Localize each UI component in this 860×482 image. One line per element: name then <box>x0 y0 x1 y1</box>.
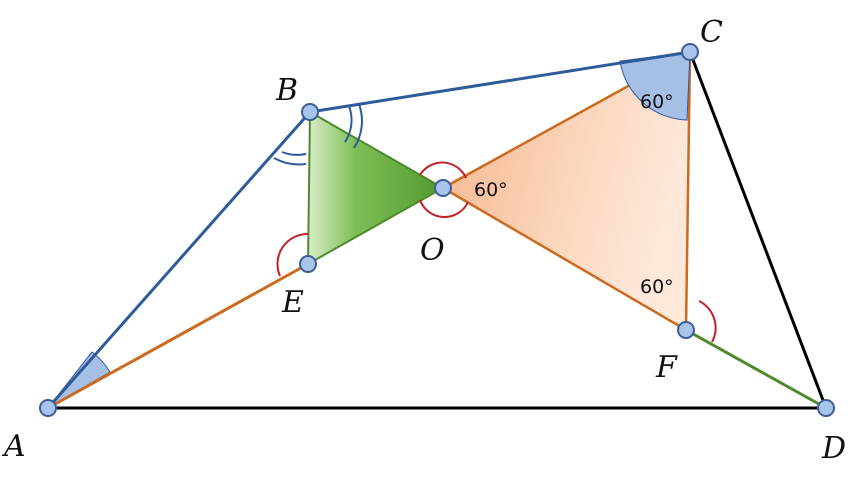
point-A <box>39 399 57 417</box>
label-F: F <box>655 350 678 385</box>
arc-F <box>698 300 717 343</box>
label-B: B <box>275 73 298 108</box>
angle-label-O: 60° <box>474 179 508 201</box>
arc-E <box>276 232 309 277</box>
segment-AB <box>46 111 312 409</box>
angle-fill-C <box>619 51 691 121</box>
angle-label-F: 60° <box>640 276 674 298</box>
segment-CD <box>688 51 828 409</box>
point-F <box>677 321 695 339</box>
segment-AE <box>47 262 309 410</box>
triangle-BEO <box>306 110 446 266</box>
angle-label-C: 60° <box>640 91 674 113</box>
triangle-OCF <box>440 49 692 333</box>
label-C: C <box>700 15 723 50</box>
double-arc-B-upper <box>344 103 363 149</box>
segment-FD <box>685 328 827 410</box>
label-O: O <box>420 233 445 268</box>
point-E <box>299 255 317 273</box>
point-O <box>434 179 452 197</box>
point-D <box>817 399 835 417</box>
arc-O-lower <box>419 199 469 219</box>
label-D: D <box>821 431 846 466</box>
label-A: A <box>1 429 26 464</box>
point-B <box>301 103 319 121</box>
label-E: E <box>281 285 304 320</box>
arc-O-upper <box>419 161 467 179</box>
double-arc-B <box>273 151 307 166</box>
point-C <box>681 43 699 61</box>
segment-BC <box>309 50 691 114</box>
